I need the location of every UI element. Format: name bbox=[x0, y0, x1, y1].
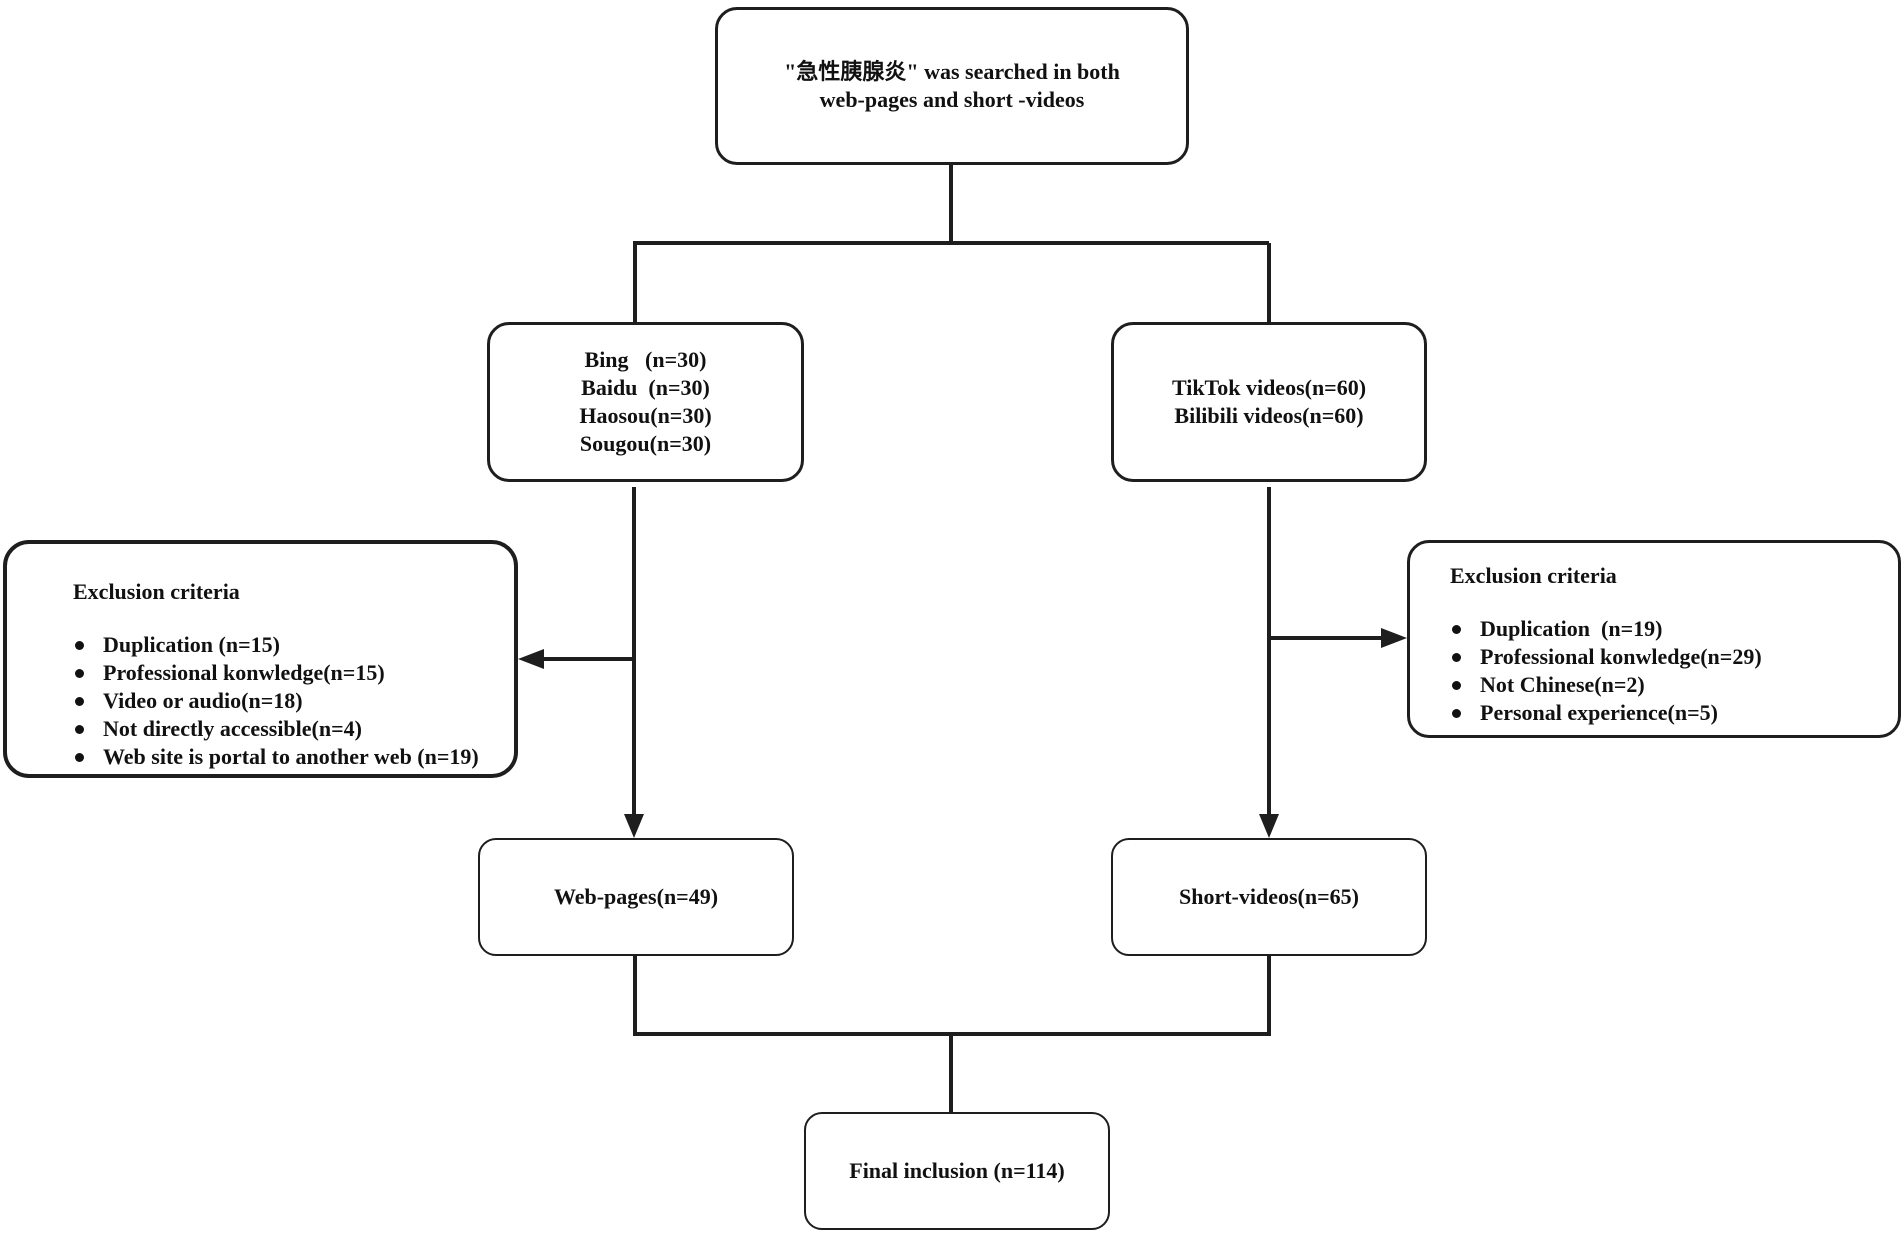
list-item: Not Chinese(n=2) bbox=[1450, 671, 1762, 699]
bullet-icon bbox=[75, 669, 84, 678]
bullet-icon bbox=[75, 697, 84, 706]
video-exclusion-box: Exclusion criteria Duplication (n=19) Pr… bbox=[1407, 540, 1901, 738]
bullet-icon bbox=[1452, 625, 1461, 634]
web-exclusion-box: Exclusion criteria Duplication (n=15) Pr… bbox=[3, 540, 518, 778]
search-line-1: "急性胰腺炎" was searched in both bbox=[784, 59, 1120, 84]
search-line-2: web-pages and short -videos bbox=[819, 87, 1085, 112]
web-down-arrowhead bbox=[624, 814, 644, 838]
search-box: "急性胰腺炎" was searched in both web-pages a… bbox=[715, 7, 1189, 165]
list-item: Not directly accessible(n=4) bbox=[73, 715, 479, 743]
source-haosou: Haosou(n=30) bbox=[579, 403, 712, 428]
bullet-icon bbox=[75, 641, 84, 650]
list-item: Duplication (n=15) bbox=[73, 631, 479, 659]
video-result-label: Short-videos(n=65) bbox=[1179, 884, 1359, 909]
list-item: Duplication (n=19) bbox=[1450, 615, 1762, 643]
bullet-icon bbox=[75, 753, 84, 762]
final-inclusion-box: Final inclusion (n=114) bbox=[804, 1112, 1110, 1230]
web-exclusion-arrowhead bbox=[518, 649, 544, 669]
video-exclusion-title: Exclusion criteria bbox=[1450, 563, 1617, 588]
source-tiktok: TikTok videos(n=60) bbox=[1171, 375, 1367, 400]
join-connector bbox=[633, 956, 1271, 1112]
video-down-arrowhead bbox=[1259, 814, 1279, 838]
final-inclusion-label: Final inclusion (n=114) bbox=[849, 1158, 1065, 1183]
web-sources-box: Bing (n=30) Baidu (n=30) Haosou(n=30) So… bbox=[487, 322, 804, 482]
source-sougou: Sougou(n=30) bbox=[579, 431, 712, 456]
bullet-icon bbox=[75, 725, 84, 734]
source-baidu: Baidu (n=30) bbox=[581, 375, 710, 400]
source-bing: Bing (n=30) bbox=[584, 347, 707, 372]
source-bilibili: Bilibili videos(n=60) bbox=[1174, 403, 1364, 428]
video-exclusion-list: Duplication (n=19) Professional konwledg… bbox=[1450, 615, 1762, 727]
web-result-box: Web-pages(n=49) bbox=[478, 838, 794, 956]
list-item: Web site is portal to another web (n=19) bbox=[73, 743, 479, 771]
split-connector bbox=[633, 165, 1271, 322]
bullet-icon bbox=[1452, 653, 1461, 662]
video-sources-box: TikTok videos(n=60) Bilibili videos(n=60… bbox=[1111, 322, 1427, 482]
video-exclusion-arrowhead bbox=[1381, 628, 1407, 648]
web-exclusion-title: Exclusion criteria bbox=[73, 579, 240, 604]
bullet-icon bbox=[1452, 681, 1461, 690]
list-item: Professional konwledge(n=15) bbox=[73, 659, 479, 687]
video-result-box: Short-videos(n=65) bbox=[1111, 838, 1427, 956]
list-item: Video or audio(n=18) bbox=[73, 687, 479, 715]
list-item: Personal experience(n=5) bbox=[1450, 699, 1762, 727]
web-result-label: Web-pages(n=49) bbox=[553, 884, 719, 909]
bullet-icon bbox=[1452, 709, 1461, 718]
web-exclusion-list: Duplication (n=15) Professional konwledg… bbox=[73, 631, 479, 771]
list-item: Professional konwledge(n=29) bbox=[1450, 643, 1762, 671]
